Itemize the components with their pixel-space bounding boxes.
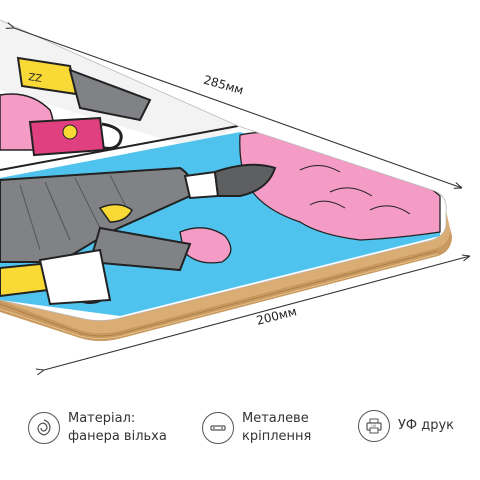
feature-print: UV УФ друк xyxy=(358,410,454,442)
metal-mount-icon xyxy=(202,412,234,444)
feature-mount-line1: Металеве xyxy=(242,411,309,426)
length-dimension-arrow xyxy=(14,28,462,188)
feature-list: Матеріал: фанера вільха Металеве кріплен… xyxy=(0,400,480,480)
feature-mount: Металеве кріплення xyxy=(202,410,311,446)
feature-material: Матеріал: фанера вільха xyxy=(28,410,167,446)
svg-text:UV: UV xyxy=(371,424,377,428)
feature-print-line1: УФ друк xyxy=(398,418,455,433)
feature-material-line2: фанера вільха xyxy=(68,429,167,444)
feature-material-line1: Матеріал: xyxy=(68,411,136,426)
width-dimension-arrow xyxy=(44,256,470,370)
feature-mount-line2: кріплення xyxy=(242,429,312,444)
svg-text:ZZ: ZZ xyxy=(28,72,43,85)
wood-grain-icon xyxy=(28,412,60,444)
uv-printer-icon: UV xyxy=(358,410,390,442)
